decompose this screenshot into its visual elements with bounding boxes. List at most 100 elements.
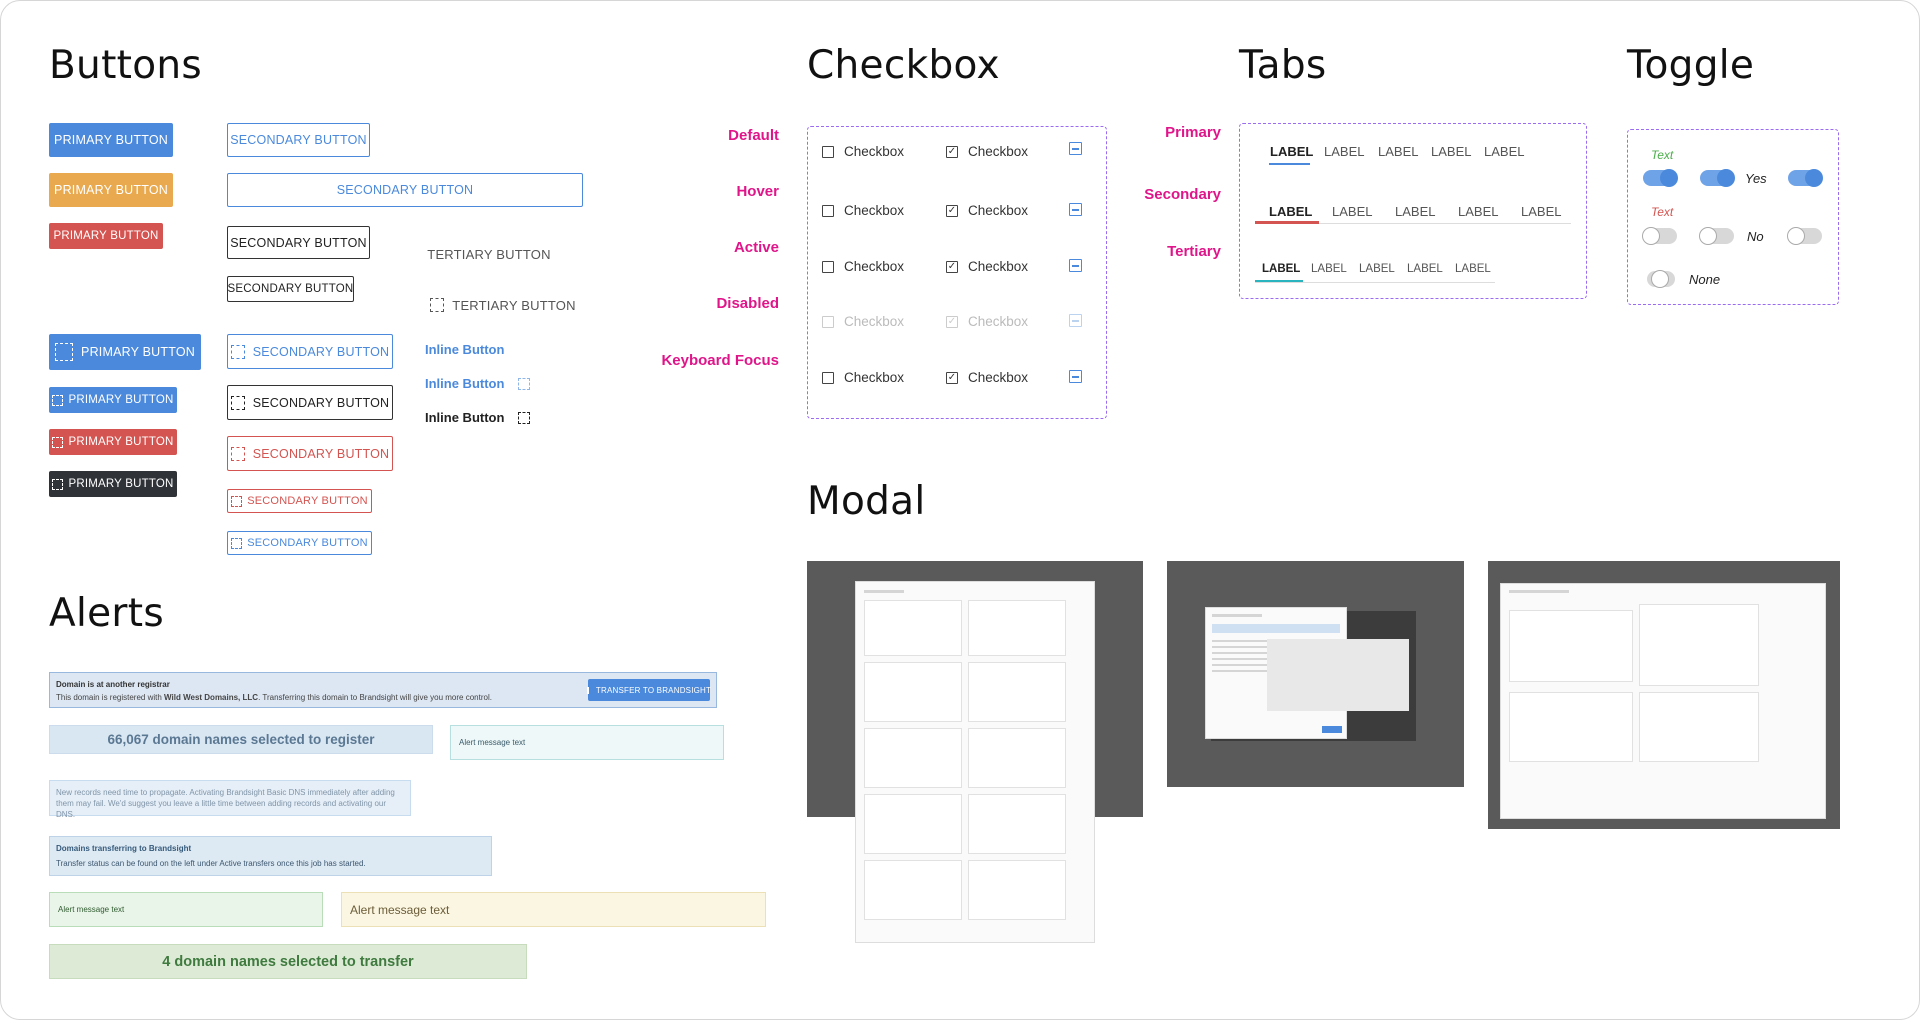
secondary-button-wide[interactable]: SECONDARY BUTTON [227, 173, 583, 207]
checkbox-label: Checkbox [844, 203, 905, 218]
checkbox-hover-indeterminate[interactable] [1069, 203, 1082, 216]
registrar-alert-body: This domain is registered with Wild West… [56, 693, 492, 702]
transferring-alert: Domains transferring to Brandsight Trans… [49, 836, 492, 876]
tab-tertiary[interactable]: LABEL [1311, 263, 1347, 275]
checkbox-label: Checkbox [968, 370, 1029, 385]
secondary-button-label: SECONDARY BUTTON [252, 395, 390, 410]
secondary-button-icon-danger[interactable]: SECONDARY BUTTON [227, 436, 393, 471]
checkbox-label: Checkbox [968, 259, 1029, 274]
selected-register-alert: 66,067 domain names selected to register [49, 725, 433, 754]
primary-button-icon-dark[interactable]: PRIMARY BUTTON [49, 471, 177, 497]
registrar-alert: Domain is at another registrar This doma… [49, 672, 717, 708]
tab-tertiary[interactable]: LABEL [1455, 263, 1491, 275]
modal-heading: Modal [807, 479, 926, 524]
secondary-button-label: SECONDARY BUTTON [230, 133, 367, 147]
toggle-off[interactable] [1787, 227, 1822, 245]
secondary-button-icon-small[interactable]: SECONDARY BUTTON [227, 531, 372, 555]
inline-button[interactable]: Inline Button [425, 342, 504, 357]
primary-button-label: PRIMARY BUTTON [53, 230, 159, 242]
toggle-none[interactable] [1647, 270, 1675, 288]
checkbox-hover-unchecked[interactable]: Checkbox [822, 203, 904, 218]
toggle-group [1627, 129, 1839, 305]
tab-primary-active[interactable]: LABEL [1270, 144, 1314, 159]
checkbox-default-unchecked[interactable]: Checkbox [822, 144, 904, 159]
secondary-button-label: SECONDARY BUTTON [247, 537, 368, 549]
tabs-label-secondary: Secondary [1144, 186, 1221, 203]
secondary-button-label: SECONDARY BUTTON [252, 344, 390, 359]
toggle-on-yes[interactable] [1700, 169, 1735, 187]
checkbox-active-checked[interactable]: ✓Checkbox [946, 259, 1029, 274]
checkbox-active-unchecked[interactable]: Checkbox [822, 259, 904, 274]
checkbox-focus-checked[interactable]: ✓Checkbox [946, 370, 1029, 385]
secondary-button-icon-danger-small[interactable]: SECONDARY BUTTON [227, 489, 372, 513]
transferring-alert-body: Transfer status can be found on the left… [56, 859, 366, 868]
primary-button-warning[interactable]: PRIMARY BUTTON [49, 173, 173, 207]
inline-button-label: Inline Button [425, 376, 505, 391]
tab-primary[interactable]: LABEL [1324, 144, 1365, 159]
toggle-on-with-label[interactable] [1643, 169, 1678, 187]
primary-button-label: PRIMARY BUTTON [68, 394, 174, 406]
alerts-heading: Alerts [49, 591, 164, 636]
checkbox-label: Checkbox [844, 259, 905, 274]
tab-secondary-indicator [1255, 221, 1319, 224]
toggle-off-no[interactable] [1699, 227, 1734, 245]
transfer-to-brandsight-button[interactable]: TRANSFER TO BRANDSIGHT [586, 679, 711, 701]
checkbox-active-indeterminate[interactable] [1069, 259, 1082, 272]
buttons-heading: Buttons [49, 43, 203, 88]
secondary-button[interactable]: SECONDARY BUTTON [227, 123, 370, 157]
tab-primary[interactable]: LABEL [1431, 144, 1472, 159]
inline-button-dark[interactable]: Inline Button [425, 410, 531, 425]
expand-icon [52, 436, 64, 448]
checkbox-hover-checked[interactable]: ✓Checkbox [946, 203, 1029, 218]
primary-button[interactable]: PRIMARY BUTTON [49, 123, 173, 157]
secondary-button-dark-small[interactable]: SECONDARY BUTTON [227, 276, 354, 302]
state-label-default: Default [728, 127, 779, 144]
tab-secondary[interactable]: LABEL [1395, 204, 1436, 219]
toggle-off-with-label[interactable] [1642, 227, 1677, 245]
tabs-label-tertiary: Tertiary [1167, 243, 1221, 260]
expand-icon [52, 394, 64, 406]
tab-secondary-active[interactable]: LABEL [1269, 204, 1313, 219]
state-label-hover: Hover [736, 183, 779, 200]
warning-alert-message: Alert message text [341, 892, 766, 927]
checkbox-default-indeterminate[interactable] [1069, 142, 1082, 155]
checkbox-focus-indeterminate[interactable] [1069, 370, 1082, 383]
modal-thumbnail-registration-defaults [1488, 561, 1840, 829]
state-label-disabled: Disabled [716, 295, 779, 312]
primary-button-danger-small[interactable]: PRIMARY BUTTON [49, 223, 163, 249]
tab-secondary[interactable]: LABEL [1332, 204, 1373, 219]
tab-tertiary[interactable]: LABEL [1359, 263, 1395, 275]
tabs-group [1239, 123, 1587, 299]
primary-button-icon-large[interactable]: PRIMARY BUTTON [49, 334, 201, 370]
primary-button-label: PRIMARY BUTTON [54, 133, 168, 147]
primary-button-icon-small[interactable]: PRIMARY BUTTON [49, 387, 177, 413]
registrar-alert-title: Domain is at another registrar [56, 680, 170, 689]
checkbox-disabled-checked: ✓Checkbox [946, 314, 1029, 329]
tertiary-button-with-icon[interactable]: TERTIARY BUTTON [430, 293, 576, 317]
toggle-none-text: None [1689, 272, 1721, 287]
tab-secondary[interactable]: LABEL [1458, 204, 1499, 219]
checkbox-default-checked[interactable]: ✓Checkbox [946, 144, 1029, 159]
secondary-button-dark[interactable]: SECONDARY BUTTON [227, 226, 370, 259]
tab-primary[interactable]: LABEL [1378, 144, 1419, 159]
checkbox-label: Checkbox [968, 314, 1029, 329]
toggle-heading: Toggle [1627, 43, 1755, 88]
tab-primary-indicator [1269, 163, 1310, 165]
modal-thumbnail-register-domains [1167, 561, 1464, 787]
tab-primary[interactable]: LABEL [1484, 144, 1525, 159]
inline-button-with-icon[interactable]: Inline Button [425, 376, 531, 391]
checkbox-label: Checkbox [844, 314, 905, 329]
checkbox-heading: Checkbox [807, 43, 1000, 88]
state-label-active: Active [733, 239, 779, 256]
secondary-button-icon-dark[interactable]: SECONDARY BUTTON [227, 385, 393, 420]
checkbox-focus-unchecked[interactable]: Checkbox [822, 370, 904, 385]
tab-secondary[interactable]: LABEL [1521, 204, 1562, 219]
tertiary-button[interactable]: TERTIARY BUTTON [427, 243, 550, 265]
tab-tertiary-active[interactable]: LABEL [1262, 263, 1301, 275]
primary-button-icon-danger[interactable]: PRIMARY BUTTON [49, 429, 177, 455]
secondary-button-icon[interactable]: SECONDARY BUTTON [227, 334, 393, 369]
tab-tertiary[interactable]: LABEL [1407, 263, 1443, 275]
toggle-on[interactable] [1788, 169, 1823, 187]
checkbox-disabled-unchecked: Checkbox [822, 314, 904, 329]
